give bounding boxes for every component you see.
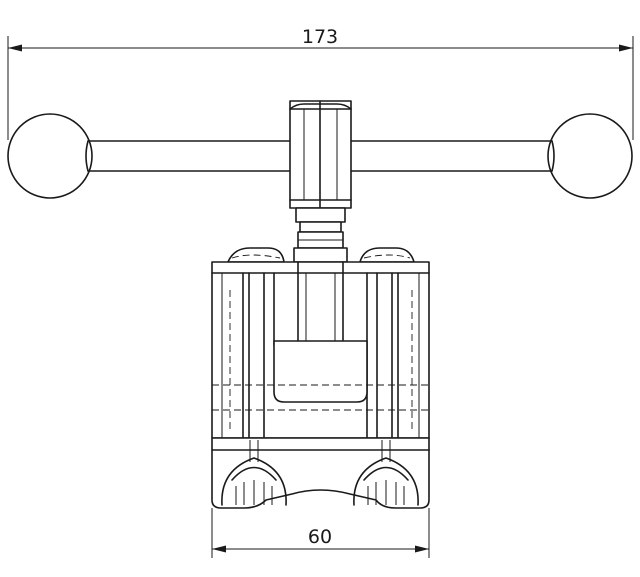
dimension-base-width: 60 [211, 508, 430, 558]
knob-neck-left [85, 140, 89, 172]
arrowhead-base-right [415, 545, 429, 553]
dimension-overall-width: 173 [7, 26, 634, 140]
dimension-label-overall: 173 [302, 26, 338, 48]
knob-neck-right [551, 140, 555, 172]
dimension-label-base: 60 [308, 526, 332, 548]
clamp-housing [211, 247, 430, 439]
clamp-base [211, 437, 430, 509]
hex-nut [289, 100, 352, 209]
screw-right [353, 440, 419, 506]
handle-knob-left [7, 113, 93, 199]
arrowhead-right [619, 44, 633, 52]
pressure-pad [273, 340, 368, 403]
arrowhead-base-left [212, 545, 226, 553]
arrowhead-left [8, 44, 22, 52]
handle-knob-right [547, 113, 633, 199]
threaded-stem [293, 207, 348, 263]
base-body [211, 437, 430, 509]
screw-left [221, 440, 287, 506]
